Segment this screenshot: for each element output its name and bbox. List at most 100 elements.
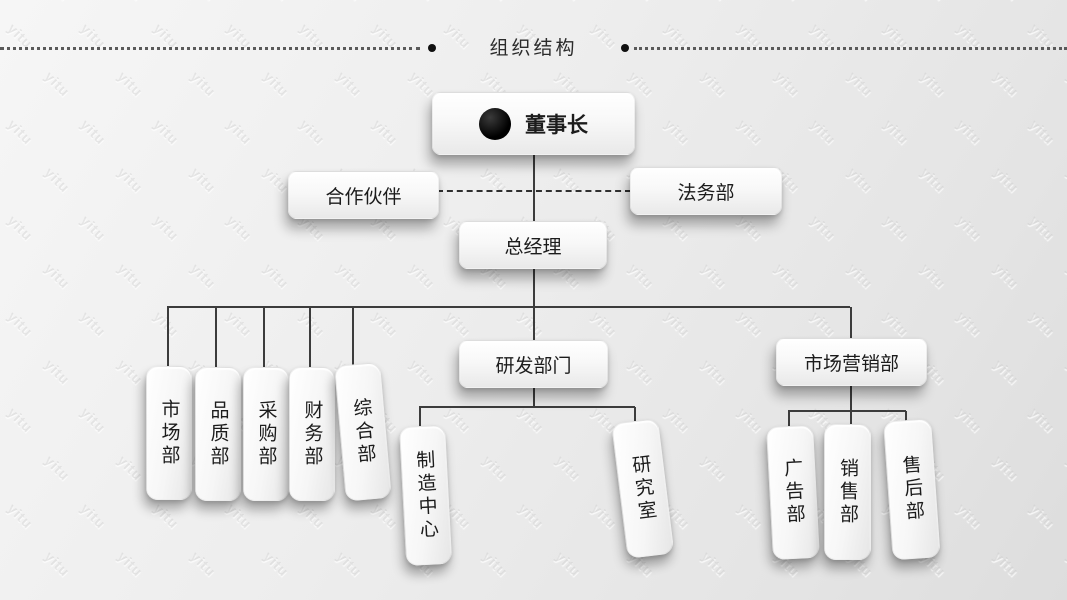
watermark-text: yitu <box>115 164 147 196</box>
watermark-text: yitu <box>78 596 110 600</box>
watermark-text: yitu <box>991 356 1023 388</box>
node-general-affairs-dept-label: 综合部 <box>349 396 377 468</box>
watermark-text: yitu <box>954 596 986 600</box>
connector-drop-market <box>167 307 169 366</box>
node-marketing-department: 市场营销部 <box>776 338 927 386</box>
watermark-text: yitu <box>1064 260 1067 292</box>
watermark-text: yitu <box>1064 356 1067 388</box>
watermark-text: yitu <box>42 356 74 388</box>
watermark-text: yitu <box>114 548 147 580</box>
watermark-text: yitu <box>224 308 256 340</box>
node-procurement-dept: 采购部 <box>243 367 289 501</box>
watermark-text: yitu <box>991 0 1023 4</box>
watermark-text: yitu <box>5 212 37 244</box>
watermark-text: yitu <box>151 116 183 148</box>
watermark-text: yitu <box>991 452 1023 484</box>
watermark-text: yitu <box>5 116 37 148</box>
connector-rnd-horizontal <box>419 406 635 408</box>
connector-drop-rnd <box>533 307 535 340</box>
watermark-text: yitu <box>78 404 110 436</box>
watermark-text: yitu <box>589 596 621 600</box>
watermark-text: yitu <box>662 212 694 244</box>
watermark-text: yitu <box>443 404 475 436</box>
watermark-text: yitu <box>699 452 731 484</box>
connector-marketing-horizontal <box>788 410 906 412</box>
watermark-text: yitu <box>918 68 950 100</box>
node-manufacturing-center: 制造中心 <box>399 424 453 567</box>
watermark-text: yitu <box>407 260 439 292</box>
watermark-text: yitu <box>5 308 37 340</box>
watermark-text: yitu <box>735 596 767 600</box>
watermark-text: yitu <box>954 116 986 148</box>
watermark-text: yitu <box>297 116 329 148</box>
watermark-text: yitu <box>991 68 1023 100</box>
watermark-text: yitu <box>918 260 950 292</box>
watermark-text: yitu <box>735 404 767 436</box>
watermark-text: yitu <box>1063 548 1067 580</box>
watermark-text: yitu <box>115 260 147 292</box>
watermark-text: yitu <box>443 596 475 600</box>
watermark-text: yitu <box>808 212 840 244</box>
node-manufacturing-center-label: 制造中心 <box>412 448 439 542</box>
node-finance-dept-label: 财务部 <box>301 399 323 469</box>
watermark-text: yitu <box>881 308 913 340</box>
watermark-text: yitu <box>1064 0 1067 4</box>
watermark-text: yitu <box>42 0 74 4</box>
watermark-text: yitu <box>224 596 256 600</box>
node-marketing-department-label: 市场营销部 <box>803 353 899 375</box>
watermark-text: yitu <box>151 212 183 244</box>
watermark-text: yitu <box>334 68 366 100</box>
watermark-text: yitu <box>115 68 147 100</box>
node-general-manager: 总经理 <box>459 221 607 269</box>
connector-partners-legal <box>437 190 631 192</box>
node-rnd-department-label: 研发部门 <box>495 355 572 377</box>
watermark-text: yitu <box>918 0 950 4</box>
watermark-text: yitu <box>881 116 913 148</box>
watermark-text: yitu <box>1027 308 1059 340</box>
node-market-dept: 市场部 <box>146 366 192 500</box>
connector-chairman-gm <box>533 153 535 222</box>
watermark-text: yitu <box>698 548 731 580</box>
watermark-text: yitu <box>261 68 293 100</box>
connector-drop-general-affairs <box>352 307 354 365</box>
watermark-text: yitu <box>334 0 366 4</box>
connector-rnd-stem <box>533 386 535 407</box>
watermark-text: yitu <box>699 356 731 388</box>
watermark-text: yitu <box>407 356 439 388</box>
watermark-text: yitu <box>224 212 256 244</box>
node-research-lab: 研究室 <box>611 418 675 559</box>
watermark-text: yitu <box>553 452 585 484</box>
watermark-text: yitu <box>845 260 877 292</box>
connector-drop-marketing <box>850 307 852 338</box>
watermark-text: yitu <box>42 68 74 100</box>
connector-drop-sales <box>850 411 852 424</box>
watermark-text: yitu <box>662 596 694 600</box>
watermark-text: yitu <box>516 596 548 600</box>
watermark-text: yitu <box>115 452 147 484</box>
watermark-text: yitu <box>480 0 512 4</box>
watermark-text: yitu <box>78 308 110 340</box>
node-chairman: 董事长 <box>432 92 635 155</box>
node-general-manager-label: 总经理 <box>504 236 562 258</box>
connector-drop-procurement <box>263 307 265 367</box>
watermark-text: yitu <box>808 308 840 340</box>
watermark-text: yitu <box>41 548 74 580</box>
watermark-text: yitu <box>845 68 877 100</box>
watermark-text: yitu <box>1027 212 1059 244</box>
node-aftersales-dept-label: 售后部 <box>898 454 925 525</box>
node-chairman-label: 董事长 <box>525 113 588 137</box>
watermark-text: yitu <box>589 308 621 340</box>
watermark-text: yitu <box>516 404 548 436</box>
watermark-text: yitu <box>5 596 37 600</box>
connector-drop-aftersales <box>905 411 907 421</box>
watermark-text: yitu <box>370 596 402 600</box>
watermark-text: yitu <box>1027 116 1059 148</box>
watermark-text: yitu <box>881 212 913 244</box>
watermark-text: yitu <box>845 0 877 4</box>
watermark-text: yitu <box>42 164 74 196</box>
divider-dot-left-icon <box>428 44 436 52</box>
node-aftersales-dept: 售后部 <box>883 418 941 561</box>
watermark-text: yitu <box>443 308 475 340</box>
watermark-text: yitu <box>589 500 621 532</box>
